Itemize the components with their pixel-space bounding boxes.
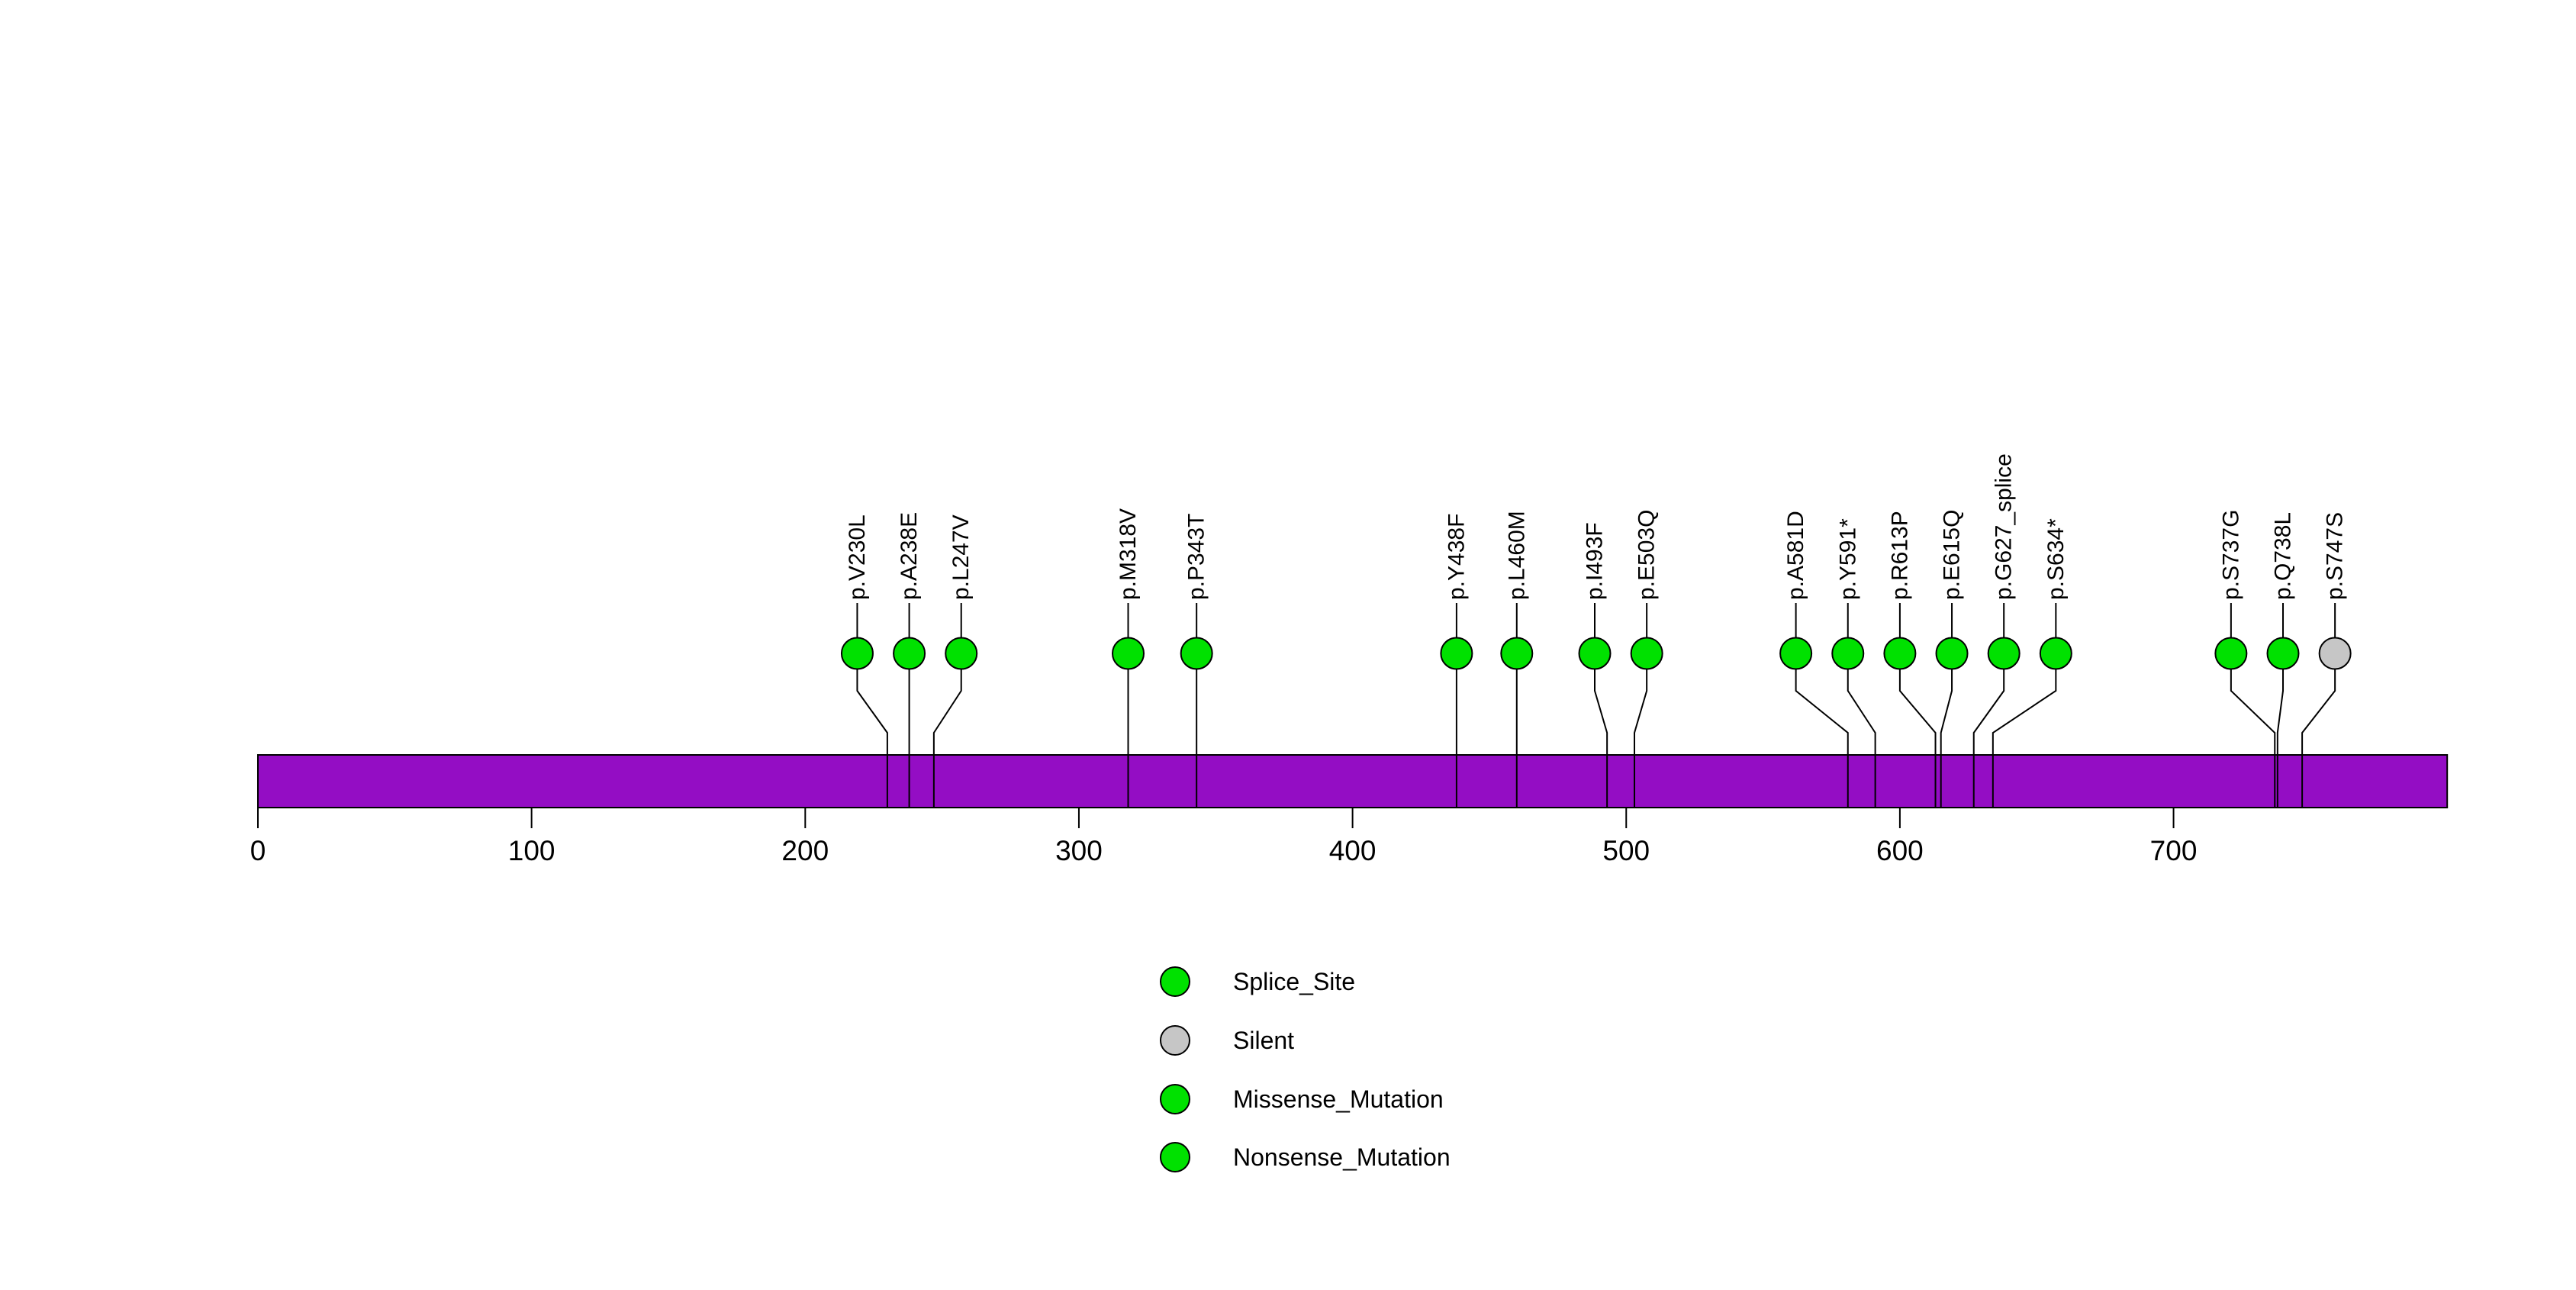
mutation-point-missense_mutation — [1440, 637, 1473, 670]
mutation-point-missense_mutation — [1112, 637, 1145, 670]
mutation-label: p.S737G — [2218, 510, 2243, 600]
mutation-point-nonsense_mutation — [2039, 637, 2072, 670]
mutation-point-missense_mutation — [2266, 637, 2300, 670]
mutation-point-missense_mutation — [1578, 637, 1612, 670]
legend-label: Silent — [1233, 1027, 1294, 1054]
mutation-point-missense_mutation — [1779, 637, 1813, 670]
axis-tick-label: 300 — [1055, 835, 1103, 866]
protein-bar — [257, 754, 2449, 808]
axis-tick-label: 400 — [1329, 835, 1377, 866]
mutation-point-missense_mutation — [1935, 637, 1969, 670]
mutation-point-missense_mutation — [945, 637, 978, 670]
mutation-label: p.L460M — [1504, 511, 1529, 600]
mutation-label: p.A581D — [1783, 511, 1808, 600]
mutation-label: p.Y438F — [1444, 514, 1469, 600]
axis-tick-label: 100 — [508, 835, 555, 866]
legend-swatch-nonsense_mutation — [1160, 1142, 1190, 1172]
mutation-label: p.Q738L — [2271, 512, 2296, 600]
mutation-label: p.E615Q — [1940, 510, 1965, 600]
legend-swatch-missense_mutation — [1160, 1084, 1190, 1114]
mutation-label: p.P343T — [1184, 514, 1209, 600]
axis-tick-label: 500 — [1602, 835, 1650, 866]
mutation-point-missense_mutation — [2214, 637, 2248, 670]
axis-tick-label: 600 — [1876, 835, 1924, 866]
mutation-label: p.I493F — [1583, 522, 1608, 600]
mutation-label: p.A238E — [897, 512, 922, 600]
mutation-point-missense_mutation — [1180, 637, 1213, 670]
mutation-label: p.E503Q — [1634, 510, 1660, 600]
mutation-point-missense_mutation — [1630, 637, 1663, 670]
axis-tick-label: 0 — [250, 835, 266, 866]
axis-tick-label: 200 — [781, 835, 829, 866]
mutation-label: p.S634* — [2043, 518, 2069, 600]
mutation-label: p.M318V — [1116, 508, 1141, 600]
mutation-point-splice_site — [1987, 637, 2021, 670]
axis-tick-label: 700 — [2150, 835, 2198, 866]
legend-label: Missense_Mutation — [1233, 1085, 1444, 1113]
legend-label: Nonsense_Mutation — [1233, 1143, 1451, 1171]
mutation-label: p.V230L — [845, 514, 870, 600]
mutation-point-missense_mutation — [840, 637, 874, 670]
mutation-point-nonsense_mutation — [1831, 637, 1865, 670]
mutation-point-missense_mutation — [1883, 637, 1917, 670]
mutation-point-missense_mutation — [893, 637, 926, 670]
mutation-point-silent — [2318, 637, 2352, 670]
legend-label: Splice_Site — [1233, 968, 1355, 995]
mutation-label: p.R613P — [1887, 511, 1912, 600]
mutation-label: p.S747S — [2323, 512, 2348, 600]
legend-swatch-splice_site — [1160, 966, 1190, 997]
mutation-point-missense_mutation — [1500, 637, 1534, 670]
mutation-label: p.G627_splice — [1992, 453, 2017, 600]
mutation-label: p.Y591* — [1835, 518, 1860, 600]
legend-swatch-silent — [1160, 1025, 1190, 1056]
mutation-label: p.L247V — [948, 514, 974, 600]
